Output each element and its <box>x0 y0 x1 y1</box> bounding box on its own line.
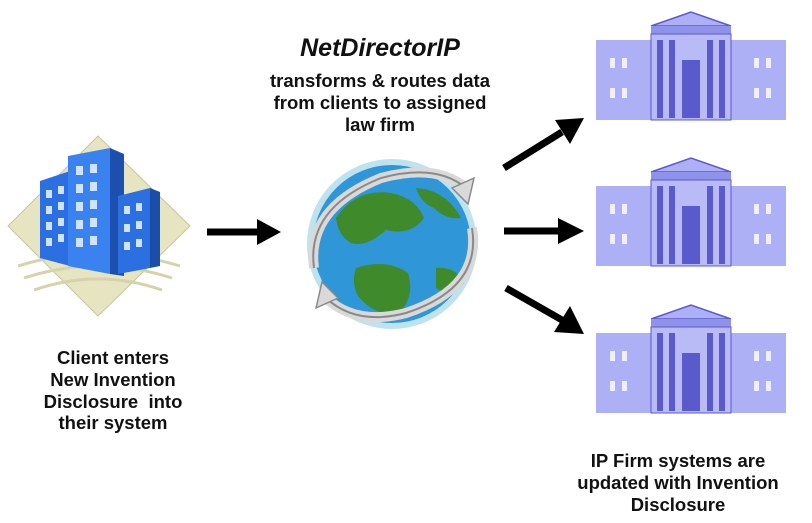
ip-firm-caption-line: IP Firm systems are <box>590 450 766 471</box>
arrow-up-right-icon <box>502 118 584 171</box>
ip-firm-caption: IP Firm systems are updated with Inventi… <box>548 450 808 515</box>
arrow-right-icon <box>504 218 584 244</box>
office-building-icon <box>7 135 191 317</box>
description-line: law firm <box>345 113 415 135</box>
client-caption: Client enters New Invention Disclosure i… <box>8 347 218 434</box>
law-firm-building-icon <box>596 11 786 121</box>
globe-icon <box>307 159 479 329</box>
ip-firm-caption-line: Disclosure <box>630 493 726 515</box>
description-line: transforms & routes data <box>270 70 490 91</box>
client-caption-line: their system <box>58 412 168 434</box>
arrow-down-right-icon <box>504 284 584 334</box>
ip-firm-caption-line: updated with Invention <box>577 471 779 493</box>
law-firm-building-icon <box>596 304 786 414</box>
client-caption-line: New Invention <box>50 368 176 390</box>
law-firm-building-icon <box>596 157 786 267</box>
arrow-right-icon <box>207 219 281 245</box>
netdirector-description: transforms & routes data from clients to… <box>230 70 530 135</box>
client-caption-line: Disclosure into <box>43 390 183 412</box>
client-caption-line: Client enters <box>56 347 170 368</box>
description-line: from clients to assigned <box>273 91 487 113</box>
diagram-title: NetDirectorIP <box>300 34 460 62</box>
